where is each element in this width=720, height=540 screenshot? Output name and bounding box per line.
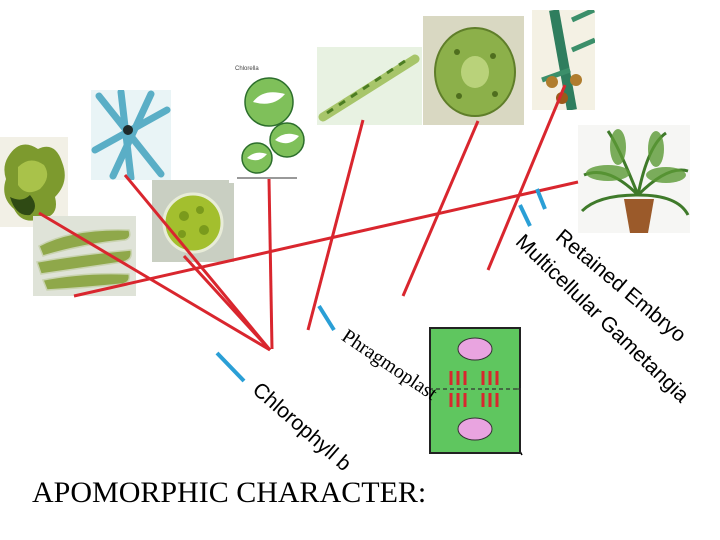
trait-marker-phragmoplast [319, 306, 334, 330]
nucleus-top [458, 338, 492, 360]
branch-line [125, 175, 270, 350]
branch-line [39, 213, 270, 350]
trait-marker-multicellular-gametangia [520, 205, 530, 226]
phragmoplast-diagram [429, 327, 521, 454]
trait-marker-retained-embryo [537, 189, 545, 209]
branch-line [308, 120, 363, 330]
branch-line [269, 179, 272, 349]
apomorphic-character-heading: APOMORPHIC CHARACTER: [32, 476, 426, 510]
nucleus-bottom [458, 418, 492, 440]
trait-marker-chlorophyll-b [217, 353, 244, 381]
branch-line [184, 256, 270, 350]
